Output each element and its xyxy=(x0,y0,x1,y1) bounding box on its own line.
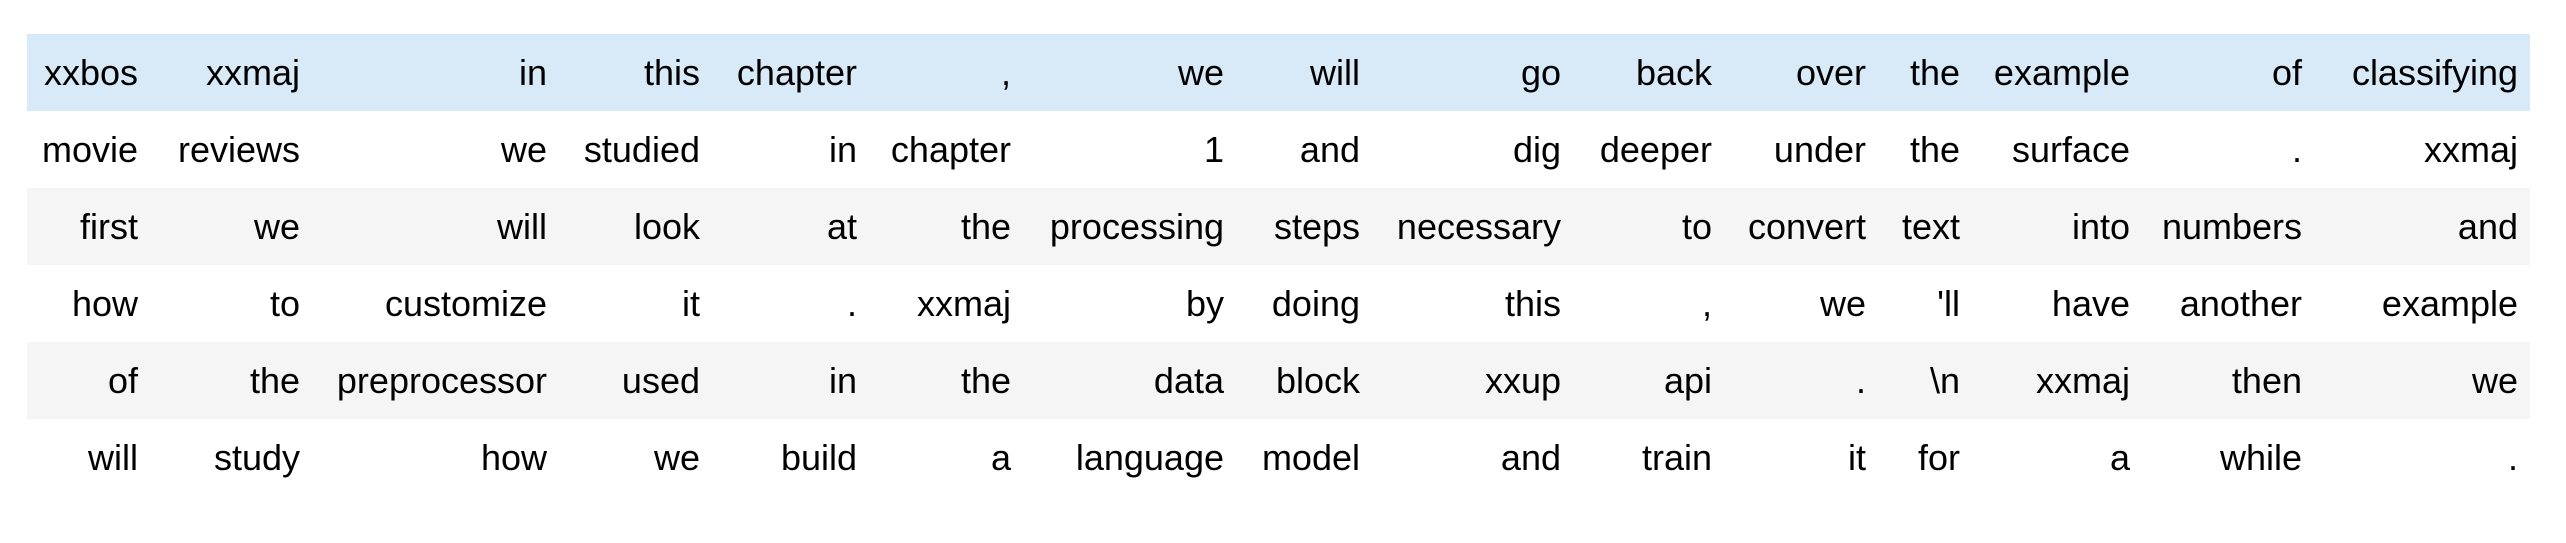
token-cell: the xyxy=(1909,51,1960,93)
token-cell: it xyxy=(682,282,700,324)
token-cell: at xyxy=(826,205,857,247)
token-cell: . xyxy=(846,282,857,324)
token-cell: deeper xyxy=(1599,128,1712,170)
token-cell: used xyxy=(621,359,700,401)
token-cell: have xyxy=(2051,282,2130,324)
token-cell: in xyxy=(828,128,857,170)
token-cell: go xyxy=(1520,51,1561,93)
token-cell: xxmaj xyxy=(2423,128,2518,170)
token-cell: to xyxy=(269,282,300,324)
token-cell: under xyxy=(1773,128,1866,170)
token-cell: and xyxy=(2457,205,2518,247)
token-cell: look xyxy=(633,205,700,247)
token-cell: \n xyxy=(1929,359,1960,401)
token-cell: 1 xyxy=(1203,128,1224,170)
token-cell: the xyxy=(249,359,300,401)
token-cell: 'll xyxy=(1937,282,1960,324)
token-cell: how xyxy=(480,436,547,478)
token-cell: api xyxy=(1663,359,1712,401)
token-cell: we xyxy=(1819,282,1866,324)
token-cell: we xyxy=(653,436,700,478)
token-cell: to xyxy=(1681,205,1712,247)
token-cell: first xyxy=(80,205,138,247)
token-cell: for xyxy=(1917,436,1960,478)
token-cell: processing xyxy=(1049,205,1224,247)
token-cell: surface xyxy=(2011,128,2130,170)
token-grid: xxbos xxmaj in this chapter, we will go back over… xyxy=(27,34,2530,496)
token-cell: study xyxy=(213,436,300,478)
token-cell: the xyxy=(1909,128,1960,170)
token-cell: how xyxy=(71,282,138,324)
token-cell: then xyxy=(2231,359,2302,401)
token-cell: chapter xyxy=(890,128,1011,170)
token-cell: necessary xyxy=(1396,205,1561,247)
token-cell: chapter xyxy=(736,51,857,93)
token-cell: data xyxy=(1153,359,1224,401)
token-row: of the preprocessor used in the data block xxup a… xyxy=(27,342,2530,419)
token-cell: model xyxy=(1261,436,1360,478)
token-cell: text xyxy=(1901,205,1960,247)
token-cell: in xyxy=(518,51,547,93)
token-cell: xxmaj xyxy=(205,51,300,93)
token-cell: into xyxy=(2071,205,2130,247)
token-row: first we will look at the processing steps neces… xyxy=(27,188,2530,265)
token-cell: customize xyxy=(384,282,547,324)
token-cell: build xyxy=(780,436,857,478)
token-cell: . xyxy=(2291,128,2302,170)
token-grid-body: xxbos xxmaj in this chapter, we will go back over… xyxy=(27,34,2530,496)
token-cell: of xyxy=(107,359,138,401)
token-cell: we xyxy=(1177,51,1224,93)
token-cell: reviews xyxy=(177,128,300,170)
token-cell: language xyxy=(1075,436,1224,478)
token-cell: while xyxy=(2219,436,2302,478)
token-cell: will xyxy=(497,205,547,247)
token-cell: by xyxy=(1185,282,1224,324)
token-cell: and xyxy=(1299,128,1360,170)
token-cell: train xyxy=(1641,436,1712,478)
token-cell: it xyxy=(1848,436,1866,478)
token-cell: this xyxy=(1504,282,1561,324)
token-cell: the xyxy=(960,205,1011,247)
token-cell: steps xyxy=(1273,205,1360,247)
token-cell: . xyxy=(2507,436,2518,478)
token-cell: the xyxy=(960,359,1011,401)
token-cell: this xyxy=(643,51,700,93)
token-cell: , xyxy=(1701,282,1712,324)
token-cell: a xyxy=(2109,436,2130,478)
token-cell: xxmaj xyxy=(916,282,1011,324)
token-cell: xxbos xyxy=(43,51,138,93)
token-cell: will xyxy=(1310,51,1360,93)
token-row: will study how we build a language model and trai… xyxy=(27,419,2530,496)
token-cell: another xyxy=(2179,282,2302,324)
token-cell: back xyxy=(1635,51,1712,93)
token-cell: , xyxy=(1000,51,1011,93)
token-cell: example xyxy=(2381,282,2518,324)
token-cell: will xyxy=(88,436,138,478)
token-cell: block xyxy=(1275,359,1360,401)
token-cell: numbers xyxy=(2161,205,2302,247)
token-cell: over xyxy=(1795,51,1866,93)
token-cell: we xyxy=(2471,359,2518,401)
token-cell: of xyxy=(2271,51,2302,93)
token-row: how to customize it. xxmaj by doing this, we 'll h… xyxy=(27,265,2530,342)
token-cell: dig xyxy=(1512,128,1561,170)
token-row: xxbos xxmaj in this chapter, we will go back over… xyxy=(27,34,2530,111)
token-cell: we xyxy=(253,205,300,247)
token-cell: example xyxy=(1993,51,2130,93)
token-cell: and xyxy=(1500,436,1561,478)
token-cell: doing xyxy=(1271,282,1360,324)
token-cell: convert xyxy=(1747,205,1866,247)
token-cell: in xyxy=(828,359,857,401)
token-cell: we xyxy=(500,128,547,170)
token-cell: xxup xyxy=(1484,359,1561,401)
token-cell: studied xyxy=(583,128,700,170)
token-cell: movie xyxy=(41,128,138,170)
token-cell: xxmaj xyxy=(2035,359,2130,401)
token-cell: preprocessor xyxy=(336,359,547,401)
token-cell: classifying xyxy=(2351,51,2518,93)
token-cell: a xyxy=(990,436,1011,478)
token-cell: . xyxy=(1855,359,1866,401)
